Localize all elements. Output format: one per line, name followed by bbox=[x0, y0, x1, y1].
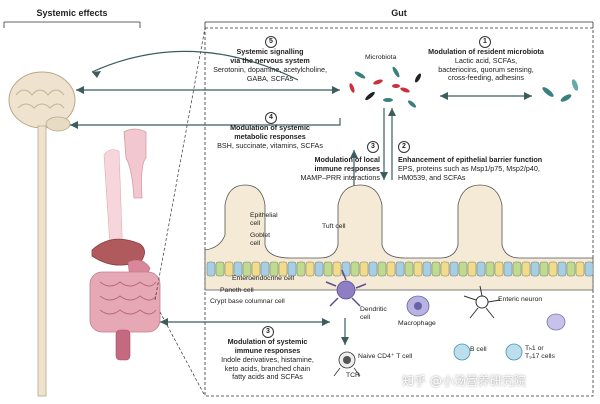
epithelial-cell bbox=[440, 261, 450, 277]
epithelial-cell bbox=[512, 261, 522, 277]
epithelial-cell bbox=[449, 261, 459, 277]
epithelial-cell bbox=[260, 261, 270, 277]
epithelial-cell bbox=[287, 261, 297, 277]
paneth-cell-label: Paneth cell bbox=[220, 287, 254, 294]
box2-title: Enhancement of epithelial barrier functi… bbox=[398, 155, 543, 164]
crypt-cell-label: Crypt base columnar cell bbox=[210, 298, 285, 305]
epithelial-cell bbox=[575, 261, 585, 277]
tuft-cell-label: Tuft cell bbox=[322, 223, 346, 230]
epithelial-cell bbox=[467, 261, 477, 277]
epithelial-cell bbox=[332, 261, 342, 277]
enteric-neuron-icon bbox=[463, 285, 501, 319]
epithelial-cell bbox=[251, 261, 261, 277]
epithelial-cell bbox=[413, 261, 423, 277]
naive-t-cell-label: Naive CD4⁺ T cell bbox=[358, 353, 413, 360]
epithelial-cell bbox=[521, 261, 531, 277]
step-3-local-badge: 3 bbox=[367, 141, 379, 153]
epithelial-cell bbox=[341, 261, 351, 277]
box2-body: EPS, proteins such as Msp1/p75, Msp2/p40… bbox=[398, 164, 540, 182]
digestive-tract-icon bbox=[89, 128, 161, 361]
gut-frame bbox=[204, 27, 594, 397]
epithelial-cell bbox=[548, 261, 558, 277]
macrophage-label: Macrophage bbox=[398, 320, 436, 327]
epithelial-cell bbox=[386, 261, 396, 277]
epithelial-cell bbox=[476, 261, 486, 277]
b-cell-label: B cell bbox=[470, 346, 487, 353]
step-1-badge: 1 bbox=[479, 36, 491, 48]
epithelial-cell bbox=[278, 261, 288, 277]
brain-icon bbox=[8, 71, 76, 132]
box5-body: Serotonin, dopamine, acetylcholine,GABA,… bbox=[213, 65, 327, 83]
epithelial-cell bbox=[377, 261, 387, 277]
step-2-badge: 2 bbox=[398, 141, 410, 153]
epithelial-cell bbox=[485, 261, 495, 277]
box3b-body: Indole derivatives, histamine,keto acids… bbox=[221, 355, 314, 382]
epithelial-cell bbox=[404, 261, 414, 277]
epithelial-cell bbox=[314, 261, 324, 277]
epithelial-cells bbox=[206, 261, 594, 277]
enteroendocrine-cell-label: Enteroendocrine cell bbox=[232, 275, 294, 282]
epithelial-cell bbox=[359, 261, 369, 277]
dendritic-cell-icon bbox=[325, 269, 367, 307]
t-helper-cell-icon bbox=[505, 343, 523, 361]
epithelial-cell bbox=[422, 261, 432, 277]
interaction-arrows bbox=[70, 50, 532, 345]
epithelial-cell bbox=[503, 261, 513, 277]
epithelial-cell bbox=[206, 261, 216, 277]
naive-t-cell-icon bbox=[333, 351, 361, 377]
box1-body: Lactic acid, SCFAs,bacteriocins, quorum … bbox=[438, 56, 534, 83]
step-3-systemic-badge: 3 bbox=[262, 326, 274, 338]
watermark: 知乎 @小汤营养研究院 bbox=[402, 374, 526, 388]
epithelial-cell bbox=[431, 261, 441, 277]
epithelial-cell bbox=[233, 261, 243, 277]
spinal-cord bbox=[37, 125, 47, 397]
epithelial-cell bbox=[269, 261, 279, 277]
gut-header: Gut bbox=[391, 8, 407, 18]
probiotic-bacteria-icon bbox=[542, 79, 579, 102]
step-4-badge: 4 bbox=[265, 112, 277, 124]
epithelial-cell bbox=[224, 261, 234, 277]
box1-title: Modulation of resident microbiota bbox=[428, 47, 544, 56]
epithelial-cell bbox=[557, 261, 567, 277]
epithelial-cell bbox=[305, 261, 315, 277]
enteric-neuron-label: Enteric neuron bbox=[498, 296, 543, 303]
epithelial-cell bbox=[323, 261, 333, 277]
extra-immune-cell-icon bbox=[546, 313, 566, 331]
box3a-body: MAMP–PRR interactions bbox=[300, 173, 381, 182]
epithelial-cell bbox=[584, 261, 594, 277]
step-5-badge: 5 bbox=[265, 36, 277, 48]
microbiota-label: Microbiota bbox=[365, 54, 397, 61]
tcr-label: TCR bbox=[346, 372, 360, 379]
epithelial-cell bbox=[350, 261, 360, 277]
box4-body: BSH, succinate, vitamins, SCFAs bbox=[217, 141, 323, 150]
epithelial-cell bbox=[566, 261, 576, 277]
epithelial-cell bbox=[215, 261, 225, 277]
epithelial-cell bbox=[296, 261, 306, 277]
epithelial-cell bbox=[242, 261, 252, 277]
microbiota-cluster bbox=[349, 66, 422, 108]
epithelial-cell bbox=[539, 261, 549, 277]
epithelial-cell bbox=[368, 261, 378, 277]
b-cell-icon bbox=[453, 343, 471, 361]
epithelial-cell bbox=[458, 261, 468, 277]
epithelial-cell bbox=[494, 261, 504, 277]
macrophage-icon bbox=[406, 295, 430, 317]
epithelial-cell bbox=[530, 261, 540, 277]
systemic-effects-header: Systemic effects bbox=[36, 8, 108, 18]
epithelial-cell bbox=[395, 261, 405, 277]
